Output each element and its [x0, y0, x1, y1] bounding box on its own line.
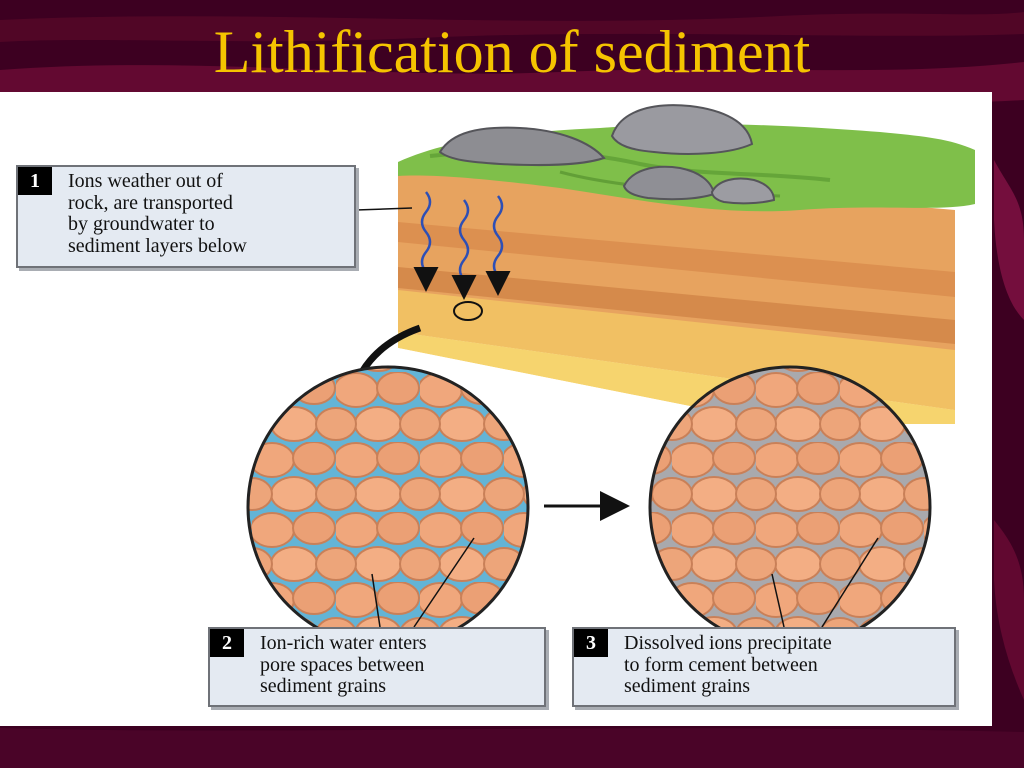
callout-3-line-1: Dissolved ions precipitate [624, 632, 832, 654]
lithification-diagram [246, 104, 975, 649]
callout-1: 1 Ions weather out of rock, are transpor… [16, 165, 356, 268]
groundwater-arrows [413, 191, 511, 300]
callout-2-line-1: Ion-rich water enters [260, 632, 427, 654]
cemented-grains-circle [648, 365, 932, 649]
callout-1-line-1: Ions weather out of [68, 170, 223, 192]
callout-2-text: Ion-rich water enters pore spaces betwee… [260, 632, 538, 698]
callout-1-text: Ions weather out of rock, are transporte… [68, 170, 348, 257]
callout-1-line-4: sediment layers below [68, 234, 247, 257]
callout-2-line-2: pore spaces between [260, 653, 425, 676]
slide-title: Lithification of sediment [213, 19, 811, 85]
callout-3-text: Dissolved ions precipitate to form cemen… [624, 632, 948, 698]
callout-1-number: 1 [18, 167, 52, 195]
figure-panel [0, 92, 992, 726]
callout-3-line-3: sediment grains [624, 675, 751, 697]
pore-water-circle [246, 365, 530, 649]
callout-1-line-3: by groundwater to [68, 213, 215, 235]
callout-3-line-2: to form cement between [624, 653, 818, 676]
callout-2-number: 2 [210, 629, 244, 657]
callout-2-line-3: sediment grains [260, 675, 387, 697]
callout-1-leader [355, 207, 413, 211]
sample-spot [453, 301, 483, 321]
callout-3-number: 3 [574, 629, 608, 657]
callout-3: 3 Dissolved ions precipitate to form cem… [572, 627, 956, 707]
callout-1-line-2: rock, are transported [68, 191, 233, 214]
sediment-block [398, 104, 975, 424]
callout-2: 2 Ion-rich water enters pore spaces betw… [208, 627, 546, 707]
